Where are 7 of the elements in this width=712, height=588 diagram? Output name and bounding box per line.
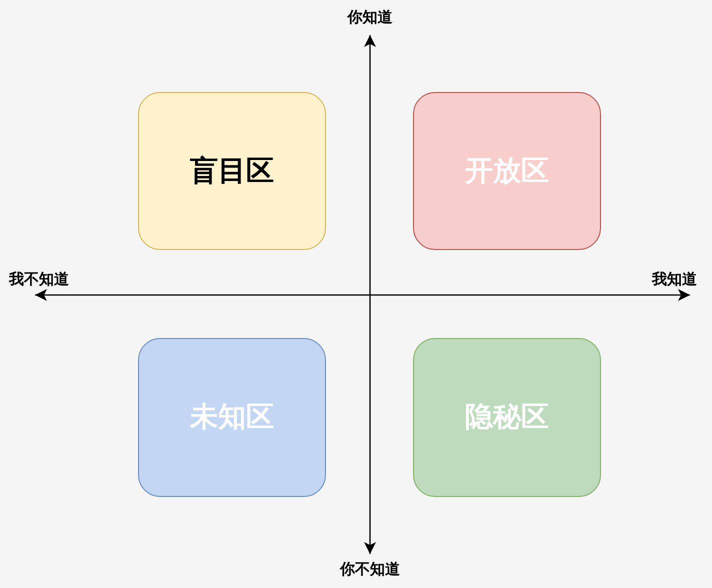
- axis-label: 你知道: [348, 9, 392, 26]
- quadrant-box: 未知区: [138, 338, 326, 497]
- axis-label: 你不知道: [340, 561, 400, 578]
- quadrant-box: 隐秘区: [413, 338, 601, 497]
- axis-label: 我知道: [652, 271, 697, 288]
- axis-label: 我不知道: [9, 271, 69, 288]
- quadrant-box: 盲目区: [138, 92, 326, 250]
